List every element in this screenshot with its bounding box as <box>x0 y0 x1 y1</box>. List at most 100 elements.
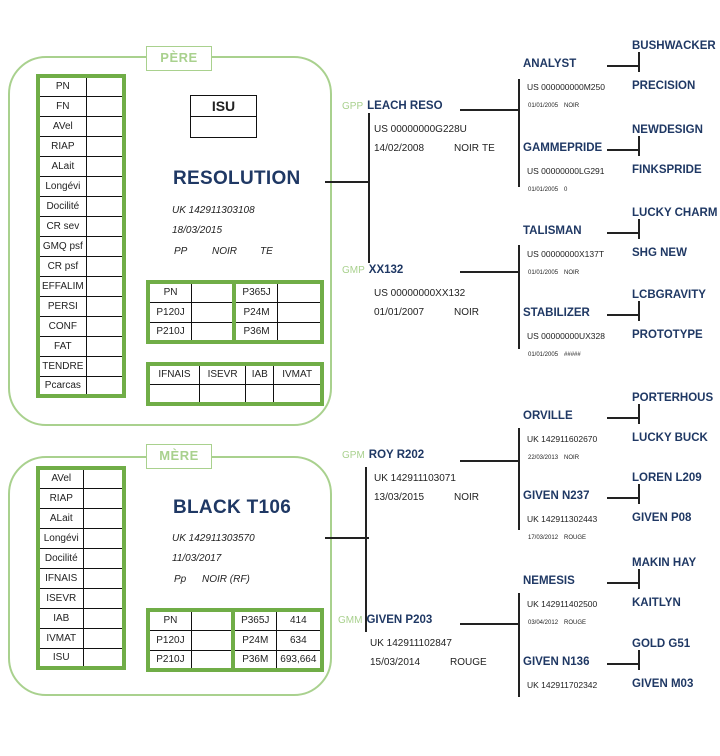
weight-value <box>191 610 233 631</box>
great-grandparent-color: 0 <box>564 187 568 193</box>
dam-bracket <box>365 467 367 632</box>
index-row: CR sev <box>38 216 124 237</box>
index-value <box>86 216 124 237</box>
weight-label: P365J <box>230 610 277 631</box>
dam-name: BLACK T106 <box>173 497 292 518</box>
weight-label: PN <box>148 610 192 631</box>
gggp-sire-name: BUSHWACKER <box>632 40 716 52</box>
great-grandparent-id: US 00000000UX328 <box>527 331 605 341</box>
maternal-header: ISEVR <box>199 364 247 385</box>
index-value <box>86 156 124 177</box>
index-row: Longévi <box>38 176 124 197</box>
index-row: ALait <box>38 508 124 529</box>
grandparent-name: LEACH RESO <box>367 100 443 112</box>
grandparent-date: 15/03/2014 <box>370 657 421 668</box>
index-label: RIAP <box>38 136 87 157</box>
great-grandparent-date: 17/03/2012 <box>528 535 559 541</box>
great-grandparent-name: ORVILLE <box>523 410 573 422</box>
index-value <box>86 276 124 297</box>
grandparent-connector <box>460 623 518 625</box>
weight-label: P210J <box>148 650 192 670</box>
weight-label: P24M <box>232 302 279 323</box>
index-value <box>83 568 124 589</box>
index-label: Longévi <box>38 176 87 197</box>
gggp-dam-name: FINKSPRIDE <box>632 164 702 176</box>
ggp-parent-bracket <box>638 219 640 239</box>
grandparent-id: US 00000000G228U <box>374 124 467 135</box>
index-value <box>83 608 124 629</box>
ggp-parent-bracket <box>638 136 640 156</box>
weight-label: P24M <box>230 630 277 651</box>
ggp-parent-bracket <box>638 650 640 670</box>
great-grandparent-date: 03/04/2012 <box>528 620 559 626</box>
grandparent-role: GPP <box>342 101 364 112</box>
ggp-bracket <box>518 428 520 530</box>
index-label: AVel <box>38 116 87 137</box>
great-grandparent-id: US 00000000LG291 <box>527 166 605 176</box>
great-grandparent-date: 01/01/2005 <box>528 187 559 193</box>
gggp-sire-name: LUCKY CHARM <box>632 207 718 219</box>
index-value <box>86 236 124 257</box>
index-row: Docilité <box>38 196 124 217</box>
maternal-value <box>245 384 275 404</box>
index-row: RIAP <box>38 488 124 509</box>
index-value <box>86 336 124 357</box>
maternal-header: IVMAT <box>273 364 322 385</box>
index-row: Pcarcas <box>38 376 124 396</box>
great-grandparent-id: UK 142911602670 <box>527 434 598 444</box>
sire-section-label: PÈRE <box>146 46 212 71</box>
index-label: FN <box>38 96 87 117</box>
index-row: CR psf <box>38 256 124 277</box>
index-value <box>86 176 124 197</box>
great-grandparent-color: NOIR <box>564 270 580 276</box>
sire-isu-table: ISU <box>190 95 257 138</box>
great-grandparent-id: US 00000000X137T <box>527 249 605 259</box>
grandparent-connector <box>460 460 518 462</box>
weight-value <box>191 282 235 303</box>
gggp-dam-name: SHG NEW <box>632 247 687 259</box>
grandparent-role: GMM <box>338 615 363 626</box>
isu-header: ISU <box>190 95 257 117</box>
great-grandparent-name: TALISMAN <box>523 225 582 237</box>
great-grandparent-date: 01/01/2005 <box>528 103 559 109</box>
ggp-bracket <box>518 79 520 187</box>
index-label: Docilité <box>38 548 84 569</box>
dam-id: UK 142911303570 <box>172 533 255 544</box>
grandparent-color: NOIR <box>454 307 479 318</box>
grandparent-name: XX132 <box>368 264 404 276</box>
ggp-bracket <box>518 245 520 349</box>
ggp-parent-connector <box>607 65 639 67</box>
great-grandparent-color: NOIR <box>564 455 580 461</box>
index-value <box>86 196 124 217</box>
index-label: PERSI <box>38 296 87 317</box>
sire-name: RESOLUTION <box>173 168 301 189</box>
ggp-bracket <box>518 593 520 697</box>
weight-label: P36M <box>230 650 277 670</box>
index-row: FAT <box>38 336 124 357</box>
index-label: CR psf <box>38 256 87 277</box>
great-grandparent-name: GIVEN N136 <box>523 656 590 668</box>
great-grandparent-color: ##### <box>564 352 581 358</box>
grandparent-connector <box>460 271 518 273</box>
weight-label: P120J <box>148 630 192 651</box>
sire-bracket <box>368 113 370 263</box>
index-value <box>86 116 124 137</box>
grandparent-id: US 00000000XX132 <box>374 288 466 299</box>
index-value <box>83 528 124 549</box>
index-value <box>83 508 124 529</box>
great-grandparent-date-color: 01/01/2005##### <box>528 352 581 358</box>
grandparent-id: UK 142911103071 <box>374 473 456 484</box>
weight-label: P210J <box>148 322 193 342</box>
sire-birth-date: 18/03/2015 <box>172 225 223 236</box>
index-row: IVMAT <box>38 628 124 649</box>
grandparent-role: GMP <box>342 265 365 276</box>
great-grandparent-color: ROUGE <box>564 535 587 541</box>
grandparent-extra: TE <box>482 143 495 154</box>
